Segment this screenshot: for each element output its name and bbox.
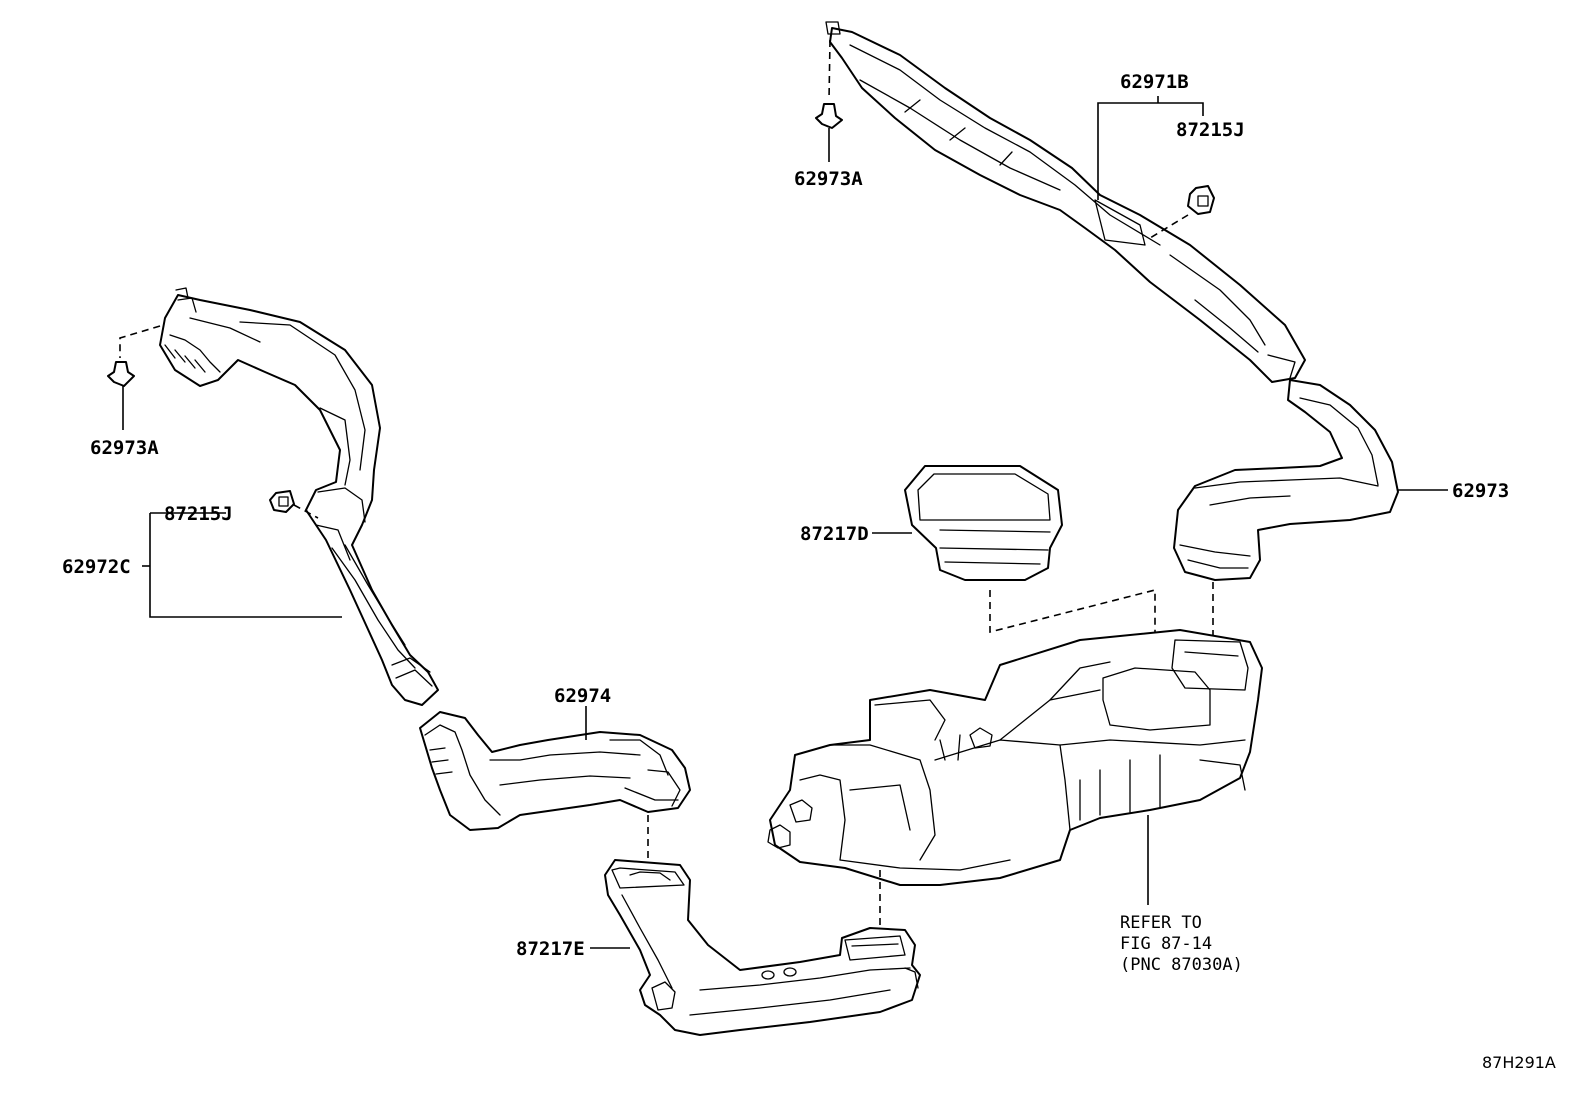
callout-62973: 62973 xyxy=(1452,480,1509,502)
clip-87215j-left xyxy=(269,490,319,519)
reference-note-line1: REFER TO xyxy=(1120,913,1202,933)
callout-62972c: 62972C xyxy=(62,556,131,578)
callout-87215j-left: 87215J xyxy=(164,503,233,525)
heater-unit xyxy=(767,629,1263,886)
callout-62971b: 62971B xyxy=(1120,71,1189,93)
callout-87215j-top: 87215J xyxy=(1176,119,1245,141)
clip-62973a-top xyxy=(815,39,843,129)
duct-62971b xyxy=(825,21,1306,383)
callout-87217e: 87217E xyxy=(516,938,585,960)
callout-62974: 62974 xyxy=(554,685,611,707)
reference-note-line3: (PNC 87030A) xyxy=(1120,955,1243,975)
duct-62973 xyxy=(1173,379,1399,581)
clip-87215j-top xyxy=(1149,185,1215,239)
outlet-87217d xyxy=(904,465,1063,581)
reference-note-line2: FIG 87-14 xyxy=(1120,934,1212,954)
drawing-code: 87H291A xyxy=(1482,1053,1556,1072)
duct-62974 xyxy=(419,711,691,831)
duct-62972c xyxy=(159,287,439,706)
duct-87217e xyxy=(604,859,921,1036)
clip-62973a-left xyxy=(107,325,161,387)
callout-87217d: 87217D xyxy=(800,523,869,545)
callout-62973a-top: 62973A xyxy=(794,168,863,190)
callout-62973a-left: 62973A xyxy=(90,437,159,459)
